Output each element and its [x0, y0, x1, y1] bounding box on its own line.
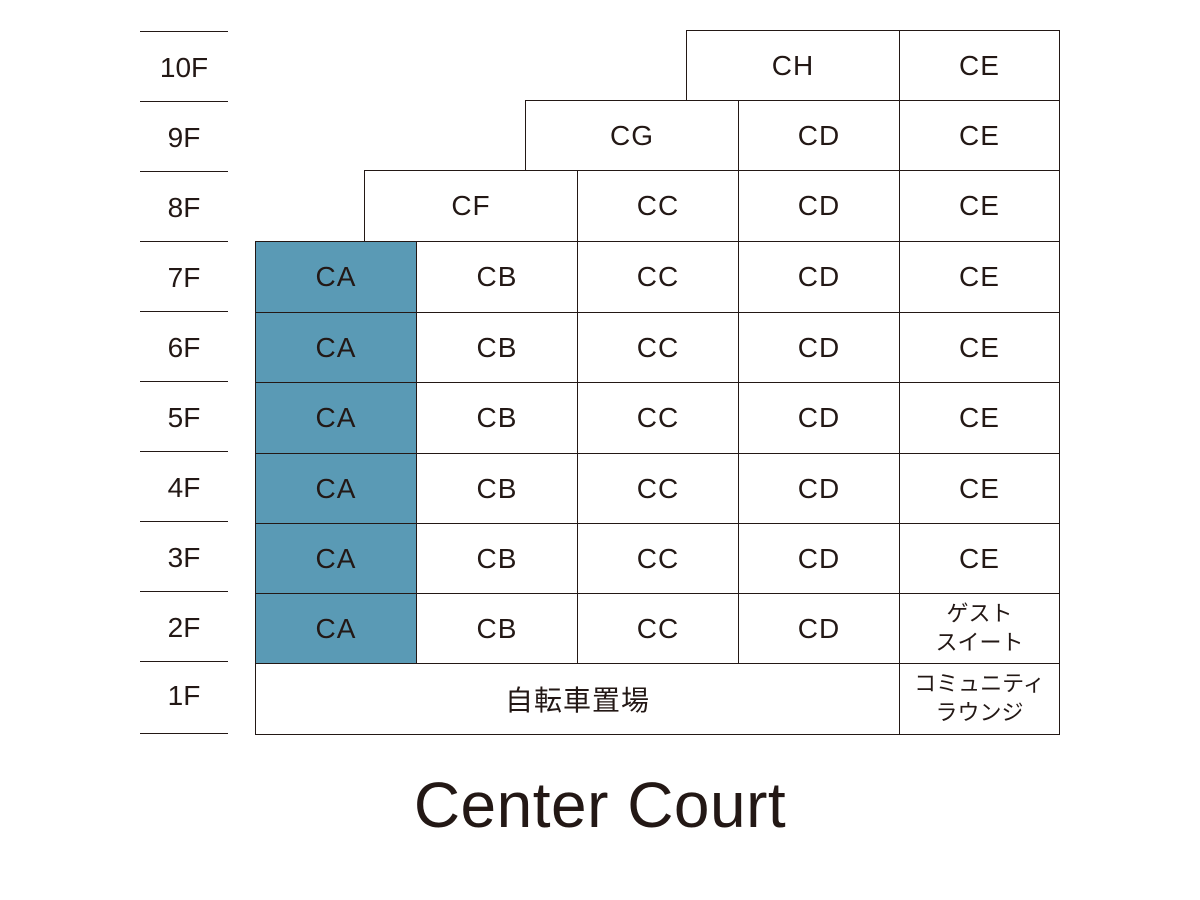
- unit-cell-3f-ca: CA: [255, 523, 417, 594]
- unit-cell-7f-ca: CA: [255, 241, 417, 313]
- unit-cell-2f-cb: CB: [416, 593, 578, 664]
- unit-cell-6f-cc: CC: [577, 312, 739, 383]
- unit-cell-2f-cd: CD: [738, 593, 900, 664]
- unit-cell-5f-ca: CA: [255, 382, 417, 454]
- unit-cell-8f-cf: CF: [364, 170, 578, 242]
- unit-cell-3f-cb: CB: [416, 523, 578, 594]
- floor-divider: [140, 31, 228, 32]
- floor-divider: [140, 171, 228, 172]
- floor-label-6f: 6F: [167, 332, 201, 363]
- floor-divider: [140, 241, 228, 242]
- unit-cell-6f-cb: CB: [416, 312, 578, 383]
- unit-cell-8f-ce: CE: [899, 170, 1060, 242]
- unit-cell-5f-ce: CE: [899, 382, 1060, 454]
- floor-label-3f: 3F: [167, 542, 201, 573]
- bicycle-parking-cell: 自転車置場: [255, 663, 900, 735]
- unit-cell-3f-ce: CE: [899, 523, 1060, 594]
- unit-cell-10f-ch: CH: [686, 30, 900, 101]
- floor-label-10f: 10F: [159, 52, 209, 83]
- floor-label-5f: 5F: [167, 402, 201, 433]
- floor-label-9f: 9F: [167, 122, 201, 153]
- floor-divider: [140, 733, 228, 734]
- floor-divider: [140, 661, 228, 662]
- floor-divider: [140, 591, 228, 592]
- unit-cell-4f-ce: CE: [899, 453, 1060, 524]
- building-title: Center Court: [413, 769, 787, 841]
- unit-cell-6f-ce: CE: [899, 312, 1060, 383]
- unit-cell-5f-cb: CB: [416, 382, 578, 454]
- unit-cell-4f-cc: CC: [577, 453, 739, 524]
- unit-cell-7f-ce: CE: [899, 241, 1060, 313]
- unit-cell-6f-cd: CD: [738, 312, 900, 383]
- floor-divider: [140, 311, 228, 312]
- unit-cell-4f-cb: CB: [416, 453, 578, 524]
- floor-label-1f: 1F: [167, 680, 201, 711]
- unit-cell-9f-cg: CG: [525, 100, 739, 171]
- unit-cell-9f-cd: CD: [738, 100, 900, 171]
- unit-cell-8f-cd: CD: [738, 170, 900, 242]
- unit-cell-8f-cc: CC: [577, 170, 739, 242]
- guest-suite-cell: ゲスト スイート: [899, 593, 1060, 664]
- floor-label-7f: 7F: [167, 262, 201, 293]
- floor-label-2f: 2F: [167, 612, 201, 643]
- unit-cell-4f-cd: CD: [738, 453, 900, 524]
- unit-cell-3f-cc: CC: [577, 523, 739, 594]
- unit-cell-6f-ca: CA: [255, 312, 417, 383]
- unit-cell-4f-ca: CA: [255, 453, 417, 524]
- floor-divider: [140, 101, 228, 102]
- unit-cell-7f-cb: CB: [416, 241, 578, 313]
- floor-label-4f: 4F: [167, 472, 201, 503]
- unit-cell-2f-cc: CC: [577, 593, 739, 664]
- unit-cell-5f-cc: CC: [577, 382, 739, 454]
- unit-cell-10f-ce: CE: [899, 30, 1060, 101]
- community-lounge-cell: コミュニティ ラウンジ: [899, 663, 1060, 735]
- unit-cell-3f-cd: CD: [738, 523, 900, 594]
- unit-cell-5f-cd: CD: [738, 382, 900, 454]
- floor-label-8f: 8F: [167, 192, 201, 223]
- unit-cell-7f-cc: CC: [577, 241, 739, 313]
- floor-divider: [140, 451, 228, 452]
- unit-cell-9f-ce: CE: [899, 100, 1060, 171]
- unit-cell-2f-ca: CA: [255, 593, 417, 664]
- floor-divider: [140, 521, 228, 522]
- floor-divider: [140, 381, 228, 382]
- unit-cell-7f-cd: CD: [738, 241, 900, 313]
